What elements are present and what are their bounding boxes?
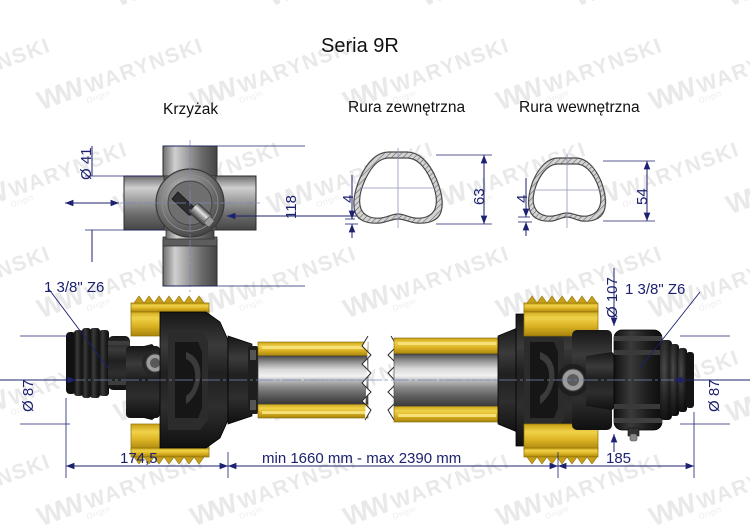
- dim-overall-length: min 1660 mm - max 2390 mm: [262, 450, 462, 467]
- dim-left-spline: 1 3/8" Z6: [44, 279, 105, 296]
- inner-tube-dimensions: [518, 160, 655, 236]
- dim-right-spline: 1 3/8" Z6: [625, 281, 686, 298]
- cross-joint-figure: [120, 140, 260, 292]
- section-label-cross: Krzyżak: [163, 101, 219, 118]
- outer-tube-profile: [353, 148, 443, 228]
- outer-tube-dimensions: [345, 154, 492, 238]
- page-title: Seria 9R: [321, 35, 399, 57]
- dim-outer-wall: 4: [340, 194, 357, 203]
- dim-right-diameter: Ø 87: [706, 379, 723, 412]
- inner-tube-profile: [527, 154, 607, 228]
- shaft-assembly: [40, 295, 712, 465]
- left-guard: [130, 295, 258, 465]
- assembly-dimensions: [0, 268, 750, 478]
- section-label-inner-tube: Rura wewnętrzna: [519, 99, 640, 116]
- section-label-outer-tube: Rura zewnętrzna: [348, 99, 466, 116]
- right-tube: [387, 335, 499, 423]
- cross-joint-dimensions: [64, 145, 368, 287]
- dim-inner-height: 54: [634, 188, 651, 205]
- left-end-cap: [66, 328, 130, 398]
- dim-left-length: 174,5: [120, 450, 158, 467]
- dim-right-yoke-diameter: Ø 107: [604, 277, 621, 318]
- dim-cross-diameter: Ø 41: [78, 147, 95, 180]
- dim-right-length: 185: [606, 450, 632, 467]
- dim-outer-height: 63: [471, 188, 488, 205]
- dim-left-diameter: Ø 87: [20, 379, 37, 412]
- dim-cross-length: 118: [283, 195, 300, 219]
- left-tube: [257, 335, 372, 421]
- dim-inner-wall: 4: [514, 194, 531, 203]
